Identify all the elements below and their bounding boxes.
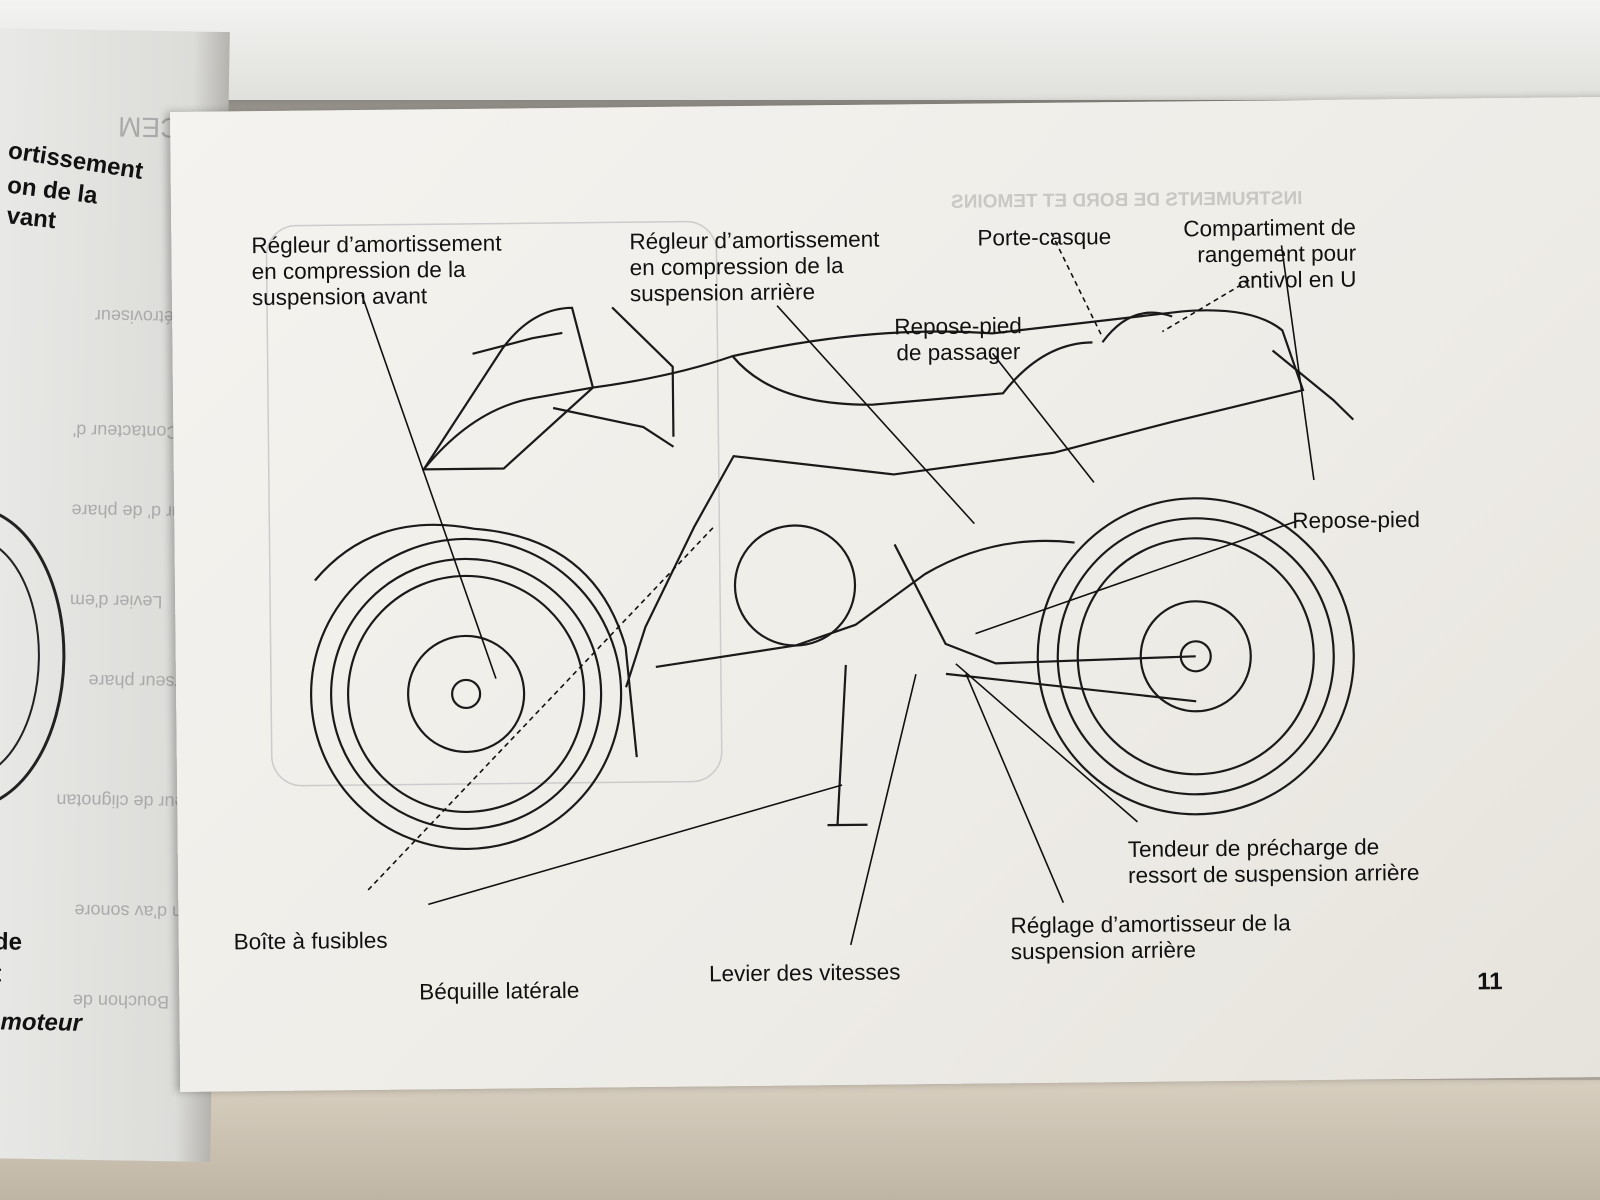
label-passenger-footpeg: Repose-pied de passager: [894, 313, 1023, 366]
page-number: 11: [1477, 968, 1503, 996]
label-front-compression-adjuster: Régleur d’amortissement en compression d…: [251, 230, 502, 311]
label-u-lock-storage: Compartiment de rangement pour antivol e…: [1183, 214, 1357, 293]
right-page: INSTRUMENTS DE BORD ET TEMOINS: [170, 96, 1600, 1092]
left-page-wheel-drawing: [0, 506, 66, 810]
label-gear-lever: Levier des vitesses: [708, 959, 901, 987]
motorcycle-diagram: [265, 220, 1355, 946]
rear-wheel: [1036, 497, 1355, 816]
left-page: EMPLACEM Rétroviseur Contacteur d' Conta…: [0, 27, 276, 1163]
label-rear-compression-adjuster: Régleur d’amortissement en compression d…: [629, 226, 880, 307]
label-helmet-holder: Porte-casque: [977, 224, 1112, 251]
label-preload-adjuster: Tendeur de précharge de ressort de suspe…: [1127, 834, 1420, 889]
label-side-stand: Béquille latérale: [419, 977, 580, 1005]
label-fuse-box: Boîte à fusibles: [233, 927, 388, 955]
front-wheel: [310, 537, 623, 851]
label-rear-damper-adjuster: Réglage d’amortisseur de la suspension a…: [1010, 910, 1291, 965]
table-surface: [0, 1080, 1600, 1200]
label-footpeg: Repose-pied: [1292, 506, 1421, 534]
leader-lines: [361, 232, 1315, 946]
